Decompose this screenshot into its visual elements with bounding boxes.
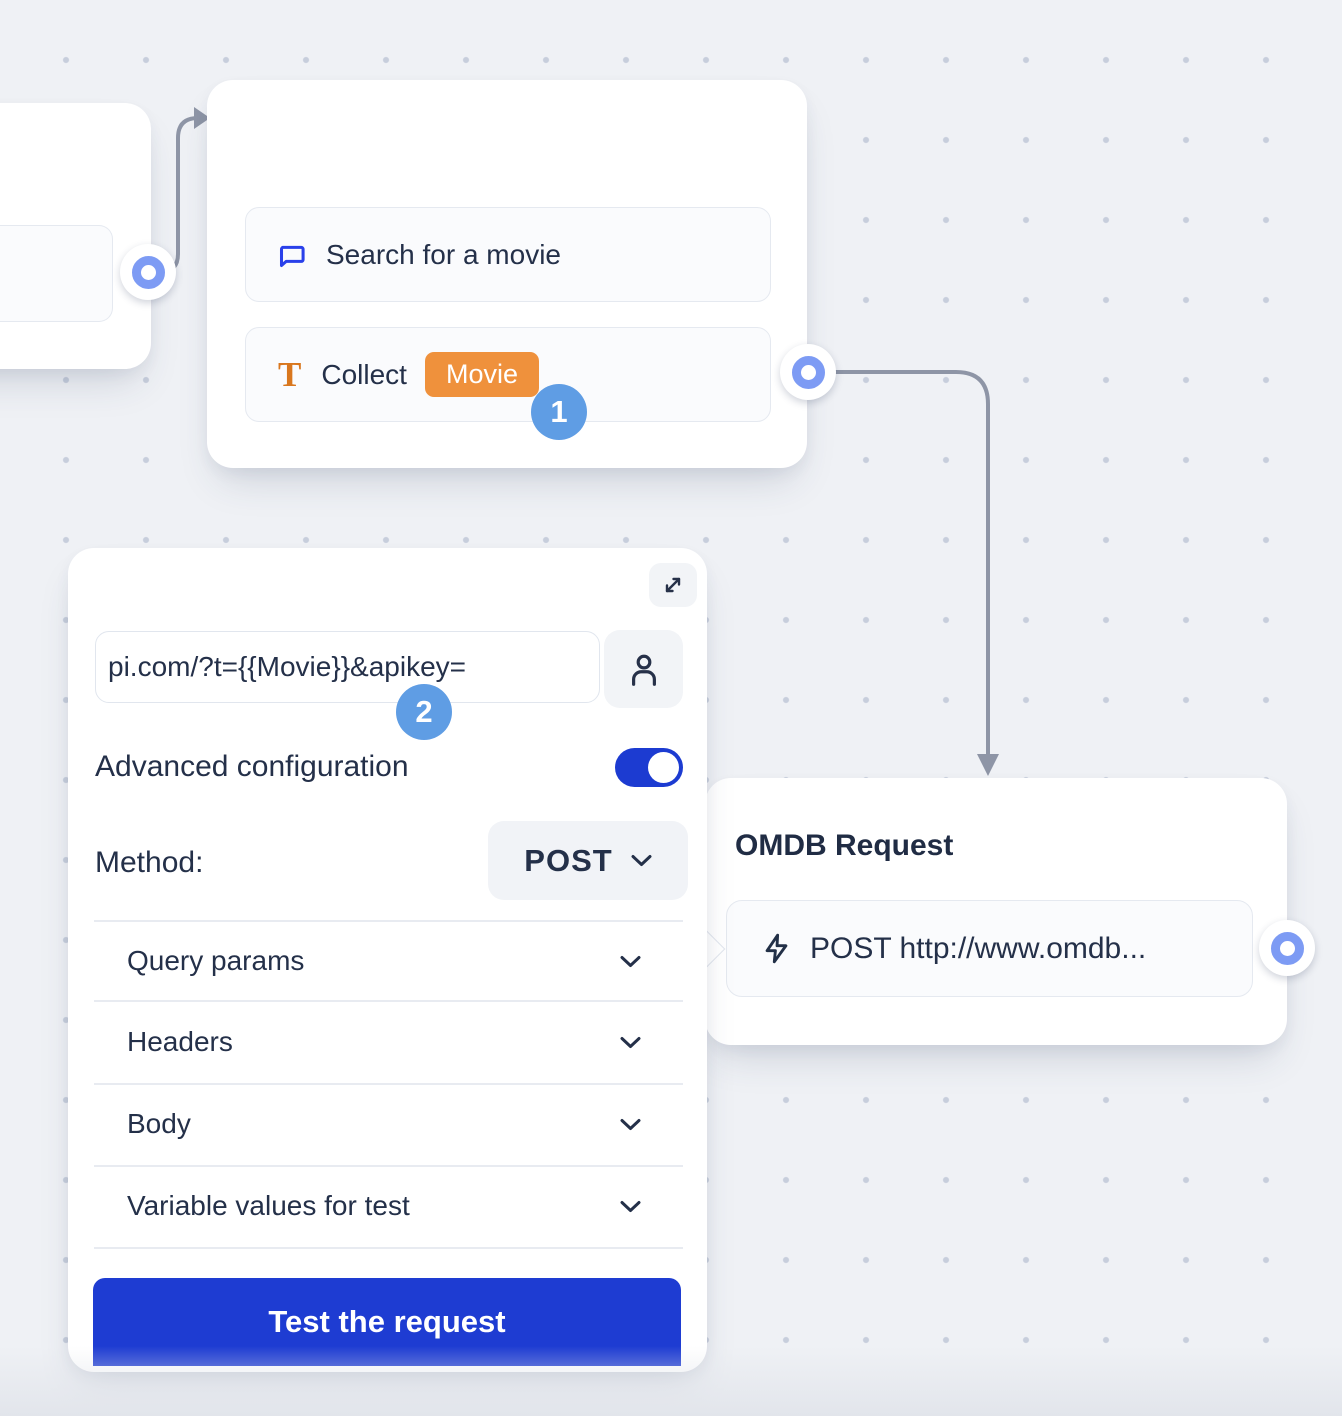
step-badge-2: 2 [396,684,452,740]
section-variable-values[interactable]: Variable values for test [94,1166,683,1246]
lightning-icon [765,933,788,964]
chevron-down-icon [620,1200,641,1212]
chevron-down-icon [620,1118,641,1130]
chevron-down-icon [620,955,641,967]
partial-node-item[interactable] [0,225,113,322]
expand-icon [665,577,681,593]
advanced-configuration-label: Advanced configuration [95,750,409,783]
expand-button[interactable] [649,563,697,607]
collect-block-item[interactable]: T Collect Movie [245,327,771,422]
movie-search-node[interactable]: Movie search Search for a movie T Collec… [207,80,807,468]
webhook-block-item[interactable]: POST http://www.omdb... [726,900,1253,997]
method-label: Method: [95,846,204,879]
test-request-button[interactable]: Test the request [93,1278,681,1366]
item-label: Collect [321,358,407,390]
url-input-value: pi.com/?t={{Movie}}&apikey= [108,651,467,682]
port-ring [791,355,825,389]
person-button[interactable] [604,630,683,708]
node-title: OMDB Request [735,829,954,862]
chat-bubble-icon [279,245,305,267]
item-label: Search for a movie [326,238,561,270]
chevron-down-icon [620,1036,641,1048]
question-block-item[interactable]: Search for a movie [245,207,771,302]
section-query-params[interactable]: Query params [94,921,683,1001]
output-port-movie-node[interactable] [780,344,836,400]
variable-chip[interactable]: Movie [424,352,539,397]
url-input[interactable]: pi.com/?t={{Movie}}&apikey= [95,631,600,703]
step-badge-1: 1 [531,384,587,440]
divider [94,1247,683,1249]
section-label: Body [127,1108,191,1139]
text-input-icon: T [278,355,302,394]
divider [94,1083,683,1085]
port-ring [1270,931,1304,965]
output-port-partial-node[interactable] [120,244,176,300]
divider [94,920,683,922]
partial-node-card[interactable] [0,103,151,369]
item-label: POST http://www.omdb... [810,931,1147,965]
section-headers[interactable]: Headers [94,1002,683,1082]
request-editor-panel[interactable]: pi.com/?t={{Movie}}&apikey= 2 Advanced c… [68,548,707,1372]
output-port-omdb-node[interactable] [1259,920,1315,976]
method-select[interactable]: POST [488,821,688,900]
divider [94,1000,683,1002]
section-body[interactable]: Body [94,1084,683,1164]
section-label: Headers [127,1026,233,1057]
omdb-request-node[interactable]: OMDB Request POST http://www.omdb... [705,778,1287,1045]
person-icon [631,654,656,686]
method-value: POST [524,842,613,878]
divider [94,1165,683,1167]
advanced-configuration-toggle[interactable] [615,748,683,787]
section-label: Query params [127,945,305,976]
chevron-down-icon [631,855,652,866]
section-label: Variable values for test [127,1190,410,1221]
toggle-knob [648,752,679,783]
port-ring [131,255,165,289]
